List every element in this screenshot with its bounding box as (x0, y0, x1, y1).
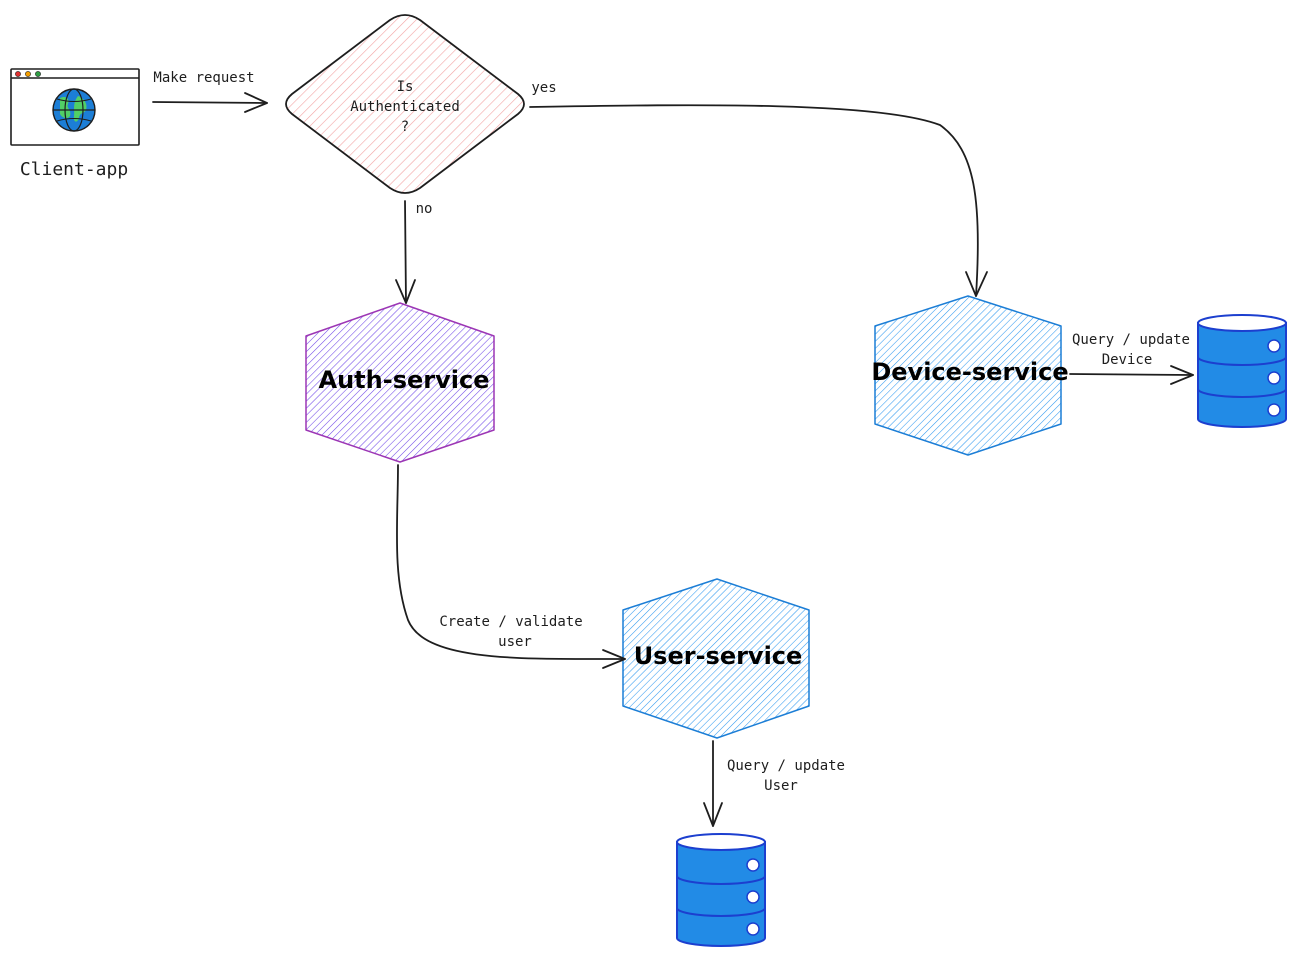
decision-diamond-shape (285, 14, 525, 194)
decision-label-line-3: ? (401, 119, 409, 135)
user-service-label: User-service (634, 642, 803, 670)
edge-query-device-label-line-1: Query / update (1072, 332, 1190, 348)
edge-yes: yes (529, 80, 988, 297)
auth-service-node[interactable]: Auth-service (305, 302, 495, 463)
edge-yes-label: yes (531, 80, 556, 96)
user-service-hexagon (622, 578, 810, 739)
user-service-node[interactable]: User-service (622, 578, 810, 739)
client-app-label: Client-app (20, 159, 128, 180)
edge-query-update-user: Query / update User (703, 740, 845, 827)
device-service-label: Device-service (871, 358, 1068, 386)
edge-create-validate-label-line-2: user (498, 634, 532, 650)
decision-label-line-2: Authenticated (350, 99, 460, 115)
edge-make-request: Make request (152, 70, 268, 113)
database-icon (676, 833, 766, 947)
client-app-node[interactable]: Client-app (10, 68, 140, 180)
edge-create-validate-user: Create / validate user (396, 464, 626, 669)
device-service-node[interactable]: Device-service (871, 295, 1069, 456)
database-icon (1197, 314, 1287, 428)
edge-create-validate-label-line-1: Create / validate (439, 614, 582, 630)
edge-make-request-label: Make request (153, 70, 254, 86)
decision-label-line-1: Is (397, 79, 414, 95)
edge-query-user-label-line-2: User (764, 778, 798, 794)
edge-no-label: no (416, 201, 433, 217)
edge-query-update-device: Query / update Device (1069, 332, 1194, 385)
device-service-hexagon (874, 295, 1062, 456)
is-authenticated-decision[interactable]: Is Authenticated ? (285, 14, 525, 194)
device-database-node[interactable] (1197, 314, 1287, 428)
edge-query-device-label-line-2: Device (1102, 352, 1153, 368)
auth-service-hexagon (305, 302, 495, 463)
user-database-node[interactable] (676, 833, 766, 947)
browser-globe-icon (10, 68, 140, 146)
auth-service-label: Auth-service (319, 366, 490, 394)
edge-no: no (395, 200, 433, 304)
edge-query-user-label-line-1: Query / update (727, 758, 845, 774)
